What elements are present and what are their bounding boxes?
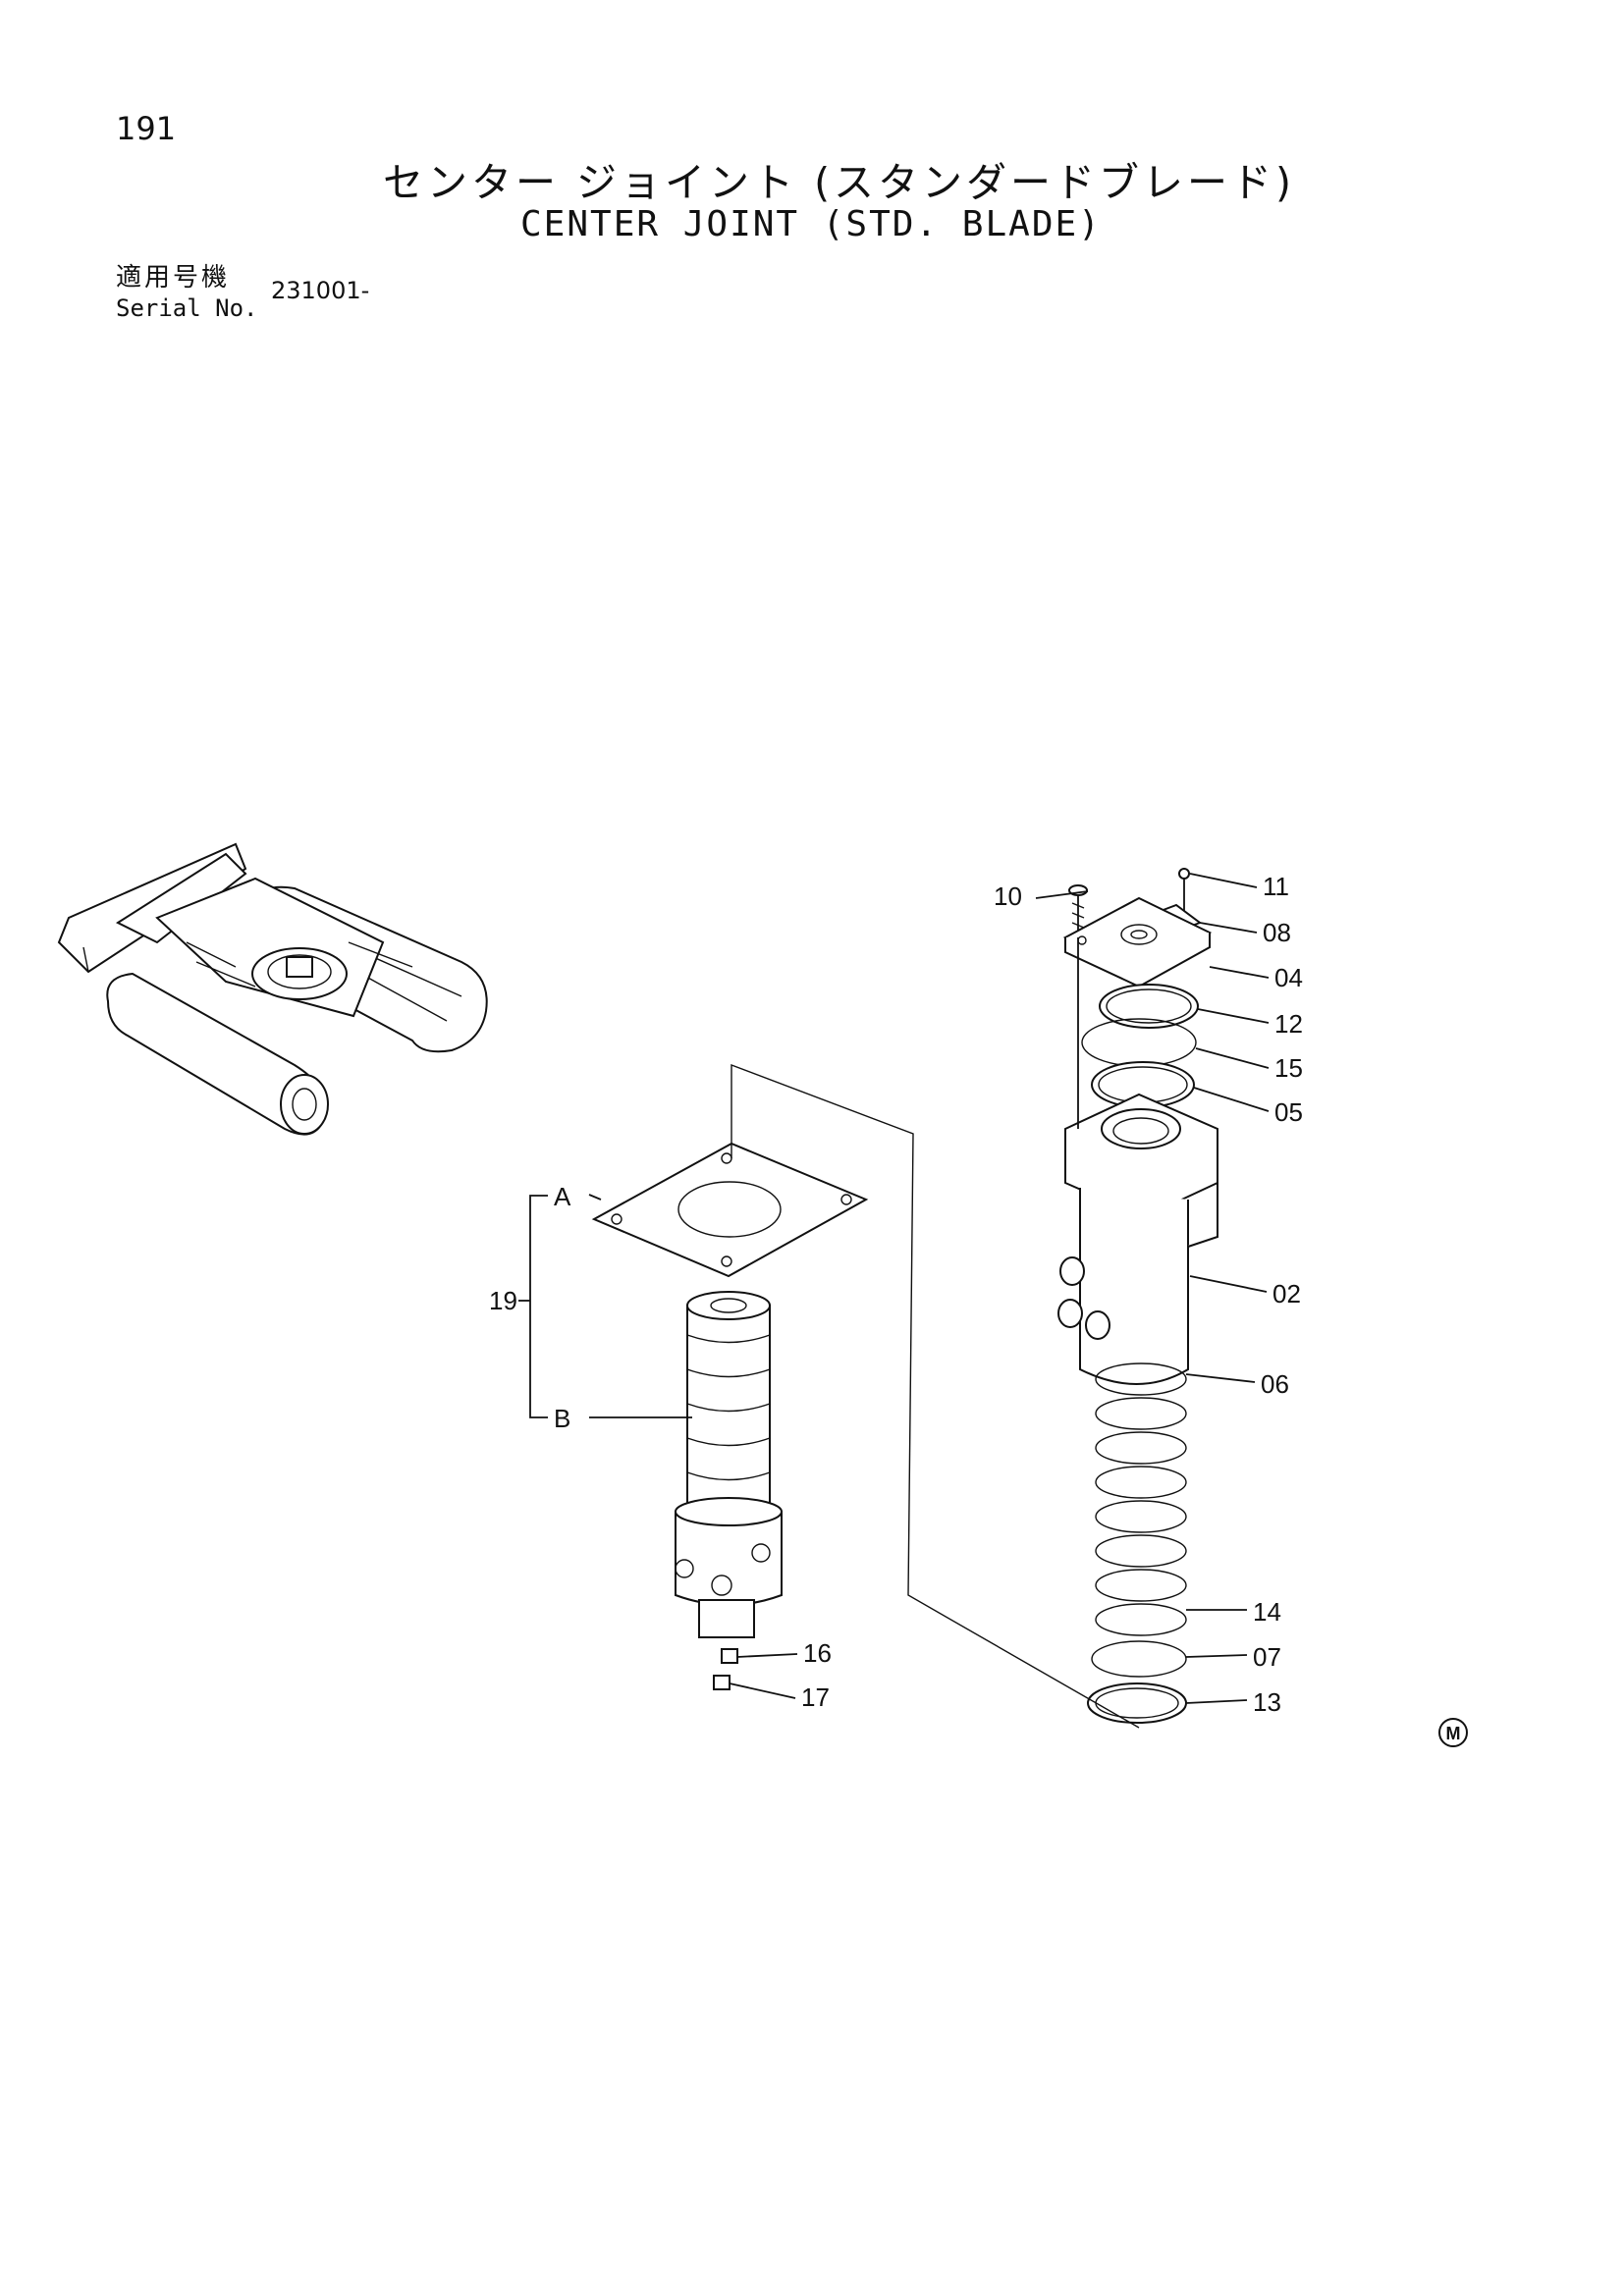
- body-assembly: [1057, 868, 1218, 1724]
- callout-17: 17: [801, 1682, 830, 1712]
- page-title-japanese: センター ジョイント (スタンダードブレード): [383, 159, 1296, 206]
- serial-value: 231001-: [271, 277, 370, 304]
- callout-04: 04: [1274, 963, 1303, 992]
- callout-08: 08: [1263, 918, 1291, 947]
- callout-02: 02: [1272, 1279, 1301, 1308]
- leader-lines: [518, 873, 1270, 1729]
- page-number: 191: [116, 110, 177, 147]
- callout-07: 07: [1253, 1642, 1281, 1672]
- callout-13: 13: [1253, 1687, 1281, 1717]
- machine-locator-illustration: [57, 842, 488, 1136]
- callout-05: 05: [1274, 1097, 1303, 1127]
- callout-b: B: [554, 1404, 570, 1433]
- callout-19: 19: [489, 1286, 517, 1315]
- page-title: CENTER JOINT (STD. BLADE): [520, 204, 1102, 244]
- rotor-assembly: [591, 1142, 869, 1690]
- callout-10: 10: [994, 881, 1022, 911]
- callout-14: 14: [1253, 1597, 1281, 1627]
- serial-label: Serial No.: [116, 294, 258, 322]
- callout-06: 06: [1261, 1369, 1289, 1399]
- callout-16: 16: [803, 1638, 832, 1668]
- m-mark-text: M: [1446, 1724, 1461, 1743]
- m-mark-symbol: M: [1438, 1718, 1468, 1747]
- callout-a: A: [554, 1182, 571, 1211]
- callout-15: 15: [1274, 1053, 1303, 1083]
- callout-11: 11: [1263, 872, 1289, 901]
- callout-12: 12: [1274, 1009, 1303, 1039]
- serial-label-japanese: 適用号機: [116, 263, 231, 293]
